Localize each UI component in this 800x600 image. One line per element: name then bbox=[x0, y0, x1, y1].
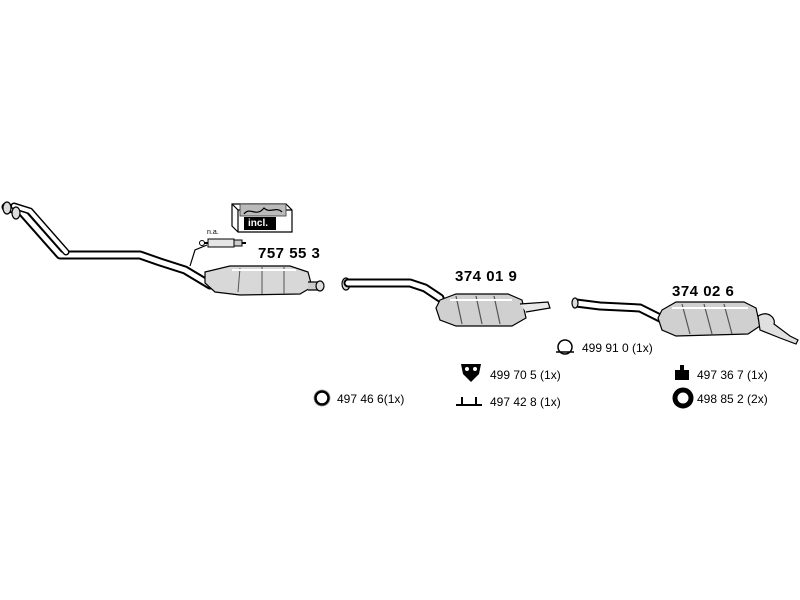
part-number-front-pipe: 757 55 3 bbox=[258, 245, 321, 262]
middle-silencer bbox=[341, 277, 551, 327]
accessory-label-rubber-ring: 498 85 2 (2x) bbox=[697, 392, 768, 406]
front-pipe-catalytic-converter bbox=[1, 201, 325, 296]
kit-included-label: incl. bbox=[248, 218, 269, 229]
bracket-icon bbox=[675, 365, 689, 380]
accessory-label-mounting-strip: 497 42 8 (1x) bbox=[490, 395, 561, 409]
rubber-hanger-icon bbox=[461, 364, 481, 382]
oxygen-sensor-icon bbox=[199, 238, 246, 248]
rear-silencer bbox=[571, 297, 799, 345]
part-number-middle-silencer: 374 01 9 bbox=[455, 268, 518, 285]
rubber-ring-icon bbox=[672, 387, 694, 409]
accessory-label-ring-gasket: 497 46 6(1x) bbox=[337, 392, 405, 406]
ring-gasket-icon bbox=[313, 389, 331, 407]
clamp-icon bbox=[556, 339, 574, 355]
accessory-label-clamp: 499 91 0 (1x) bbox=[582, 341, 653, 355]
part-number-rear-silencer: 374 02 6 bbox=[672, 283, 735, 300]
mounting-kit-box-icon bbox=[231, 203, 293, 233]
accessory-label-rubber-hanger: 499 70 5 (1x) bbox=[490, 368, 561, 382]
mounting-strip-icon bbox=[456, 397, 482, 406]
accessory-label-bracket: 497 36 7 (1x) bbox=[697, 368, 768, 382]
sensor-note-label: n.a. bbox=[207, 229, 219, 236]
